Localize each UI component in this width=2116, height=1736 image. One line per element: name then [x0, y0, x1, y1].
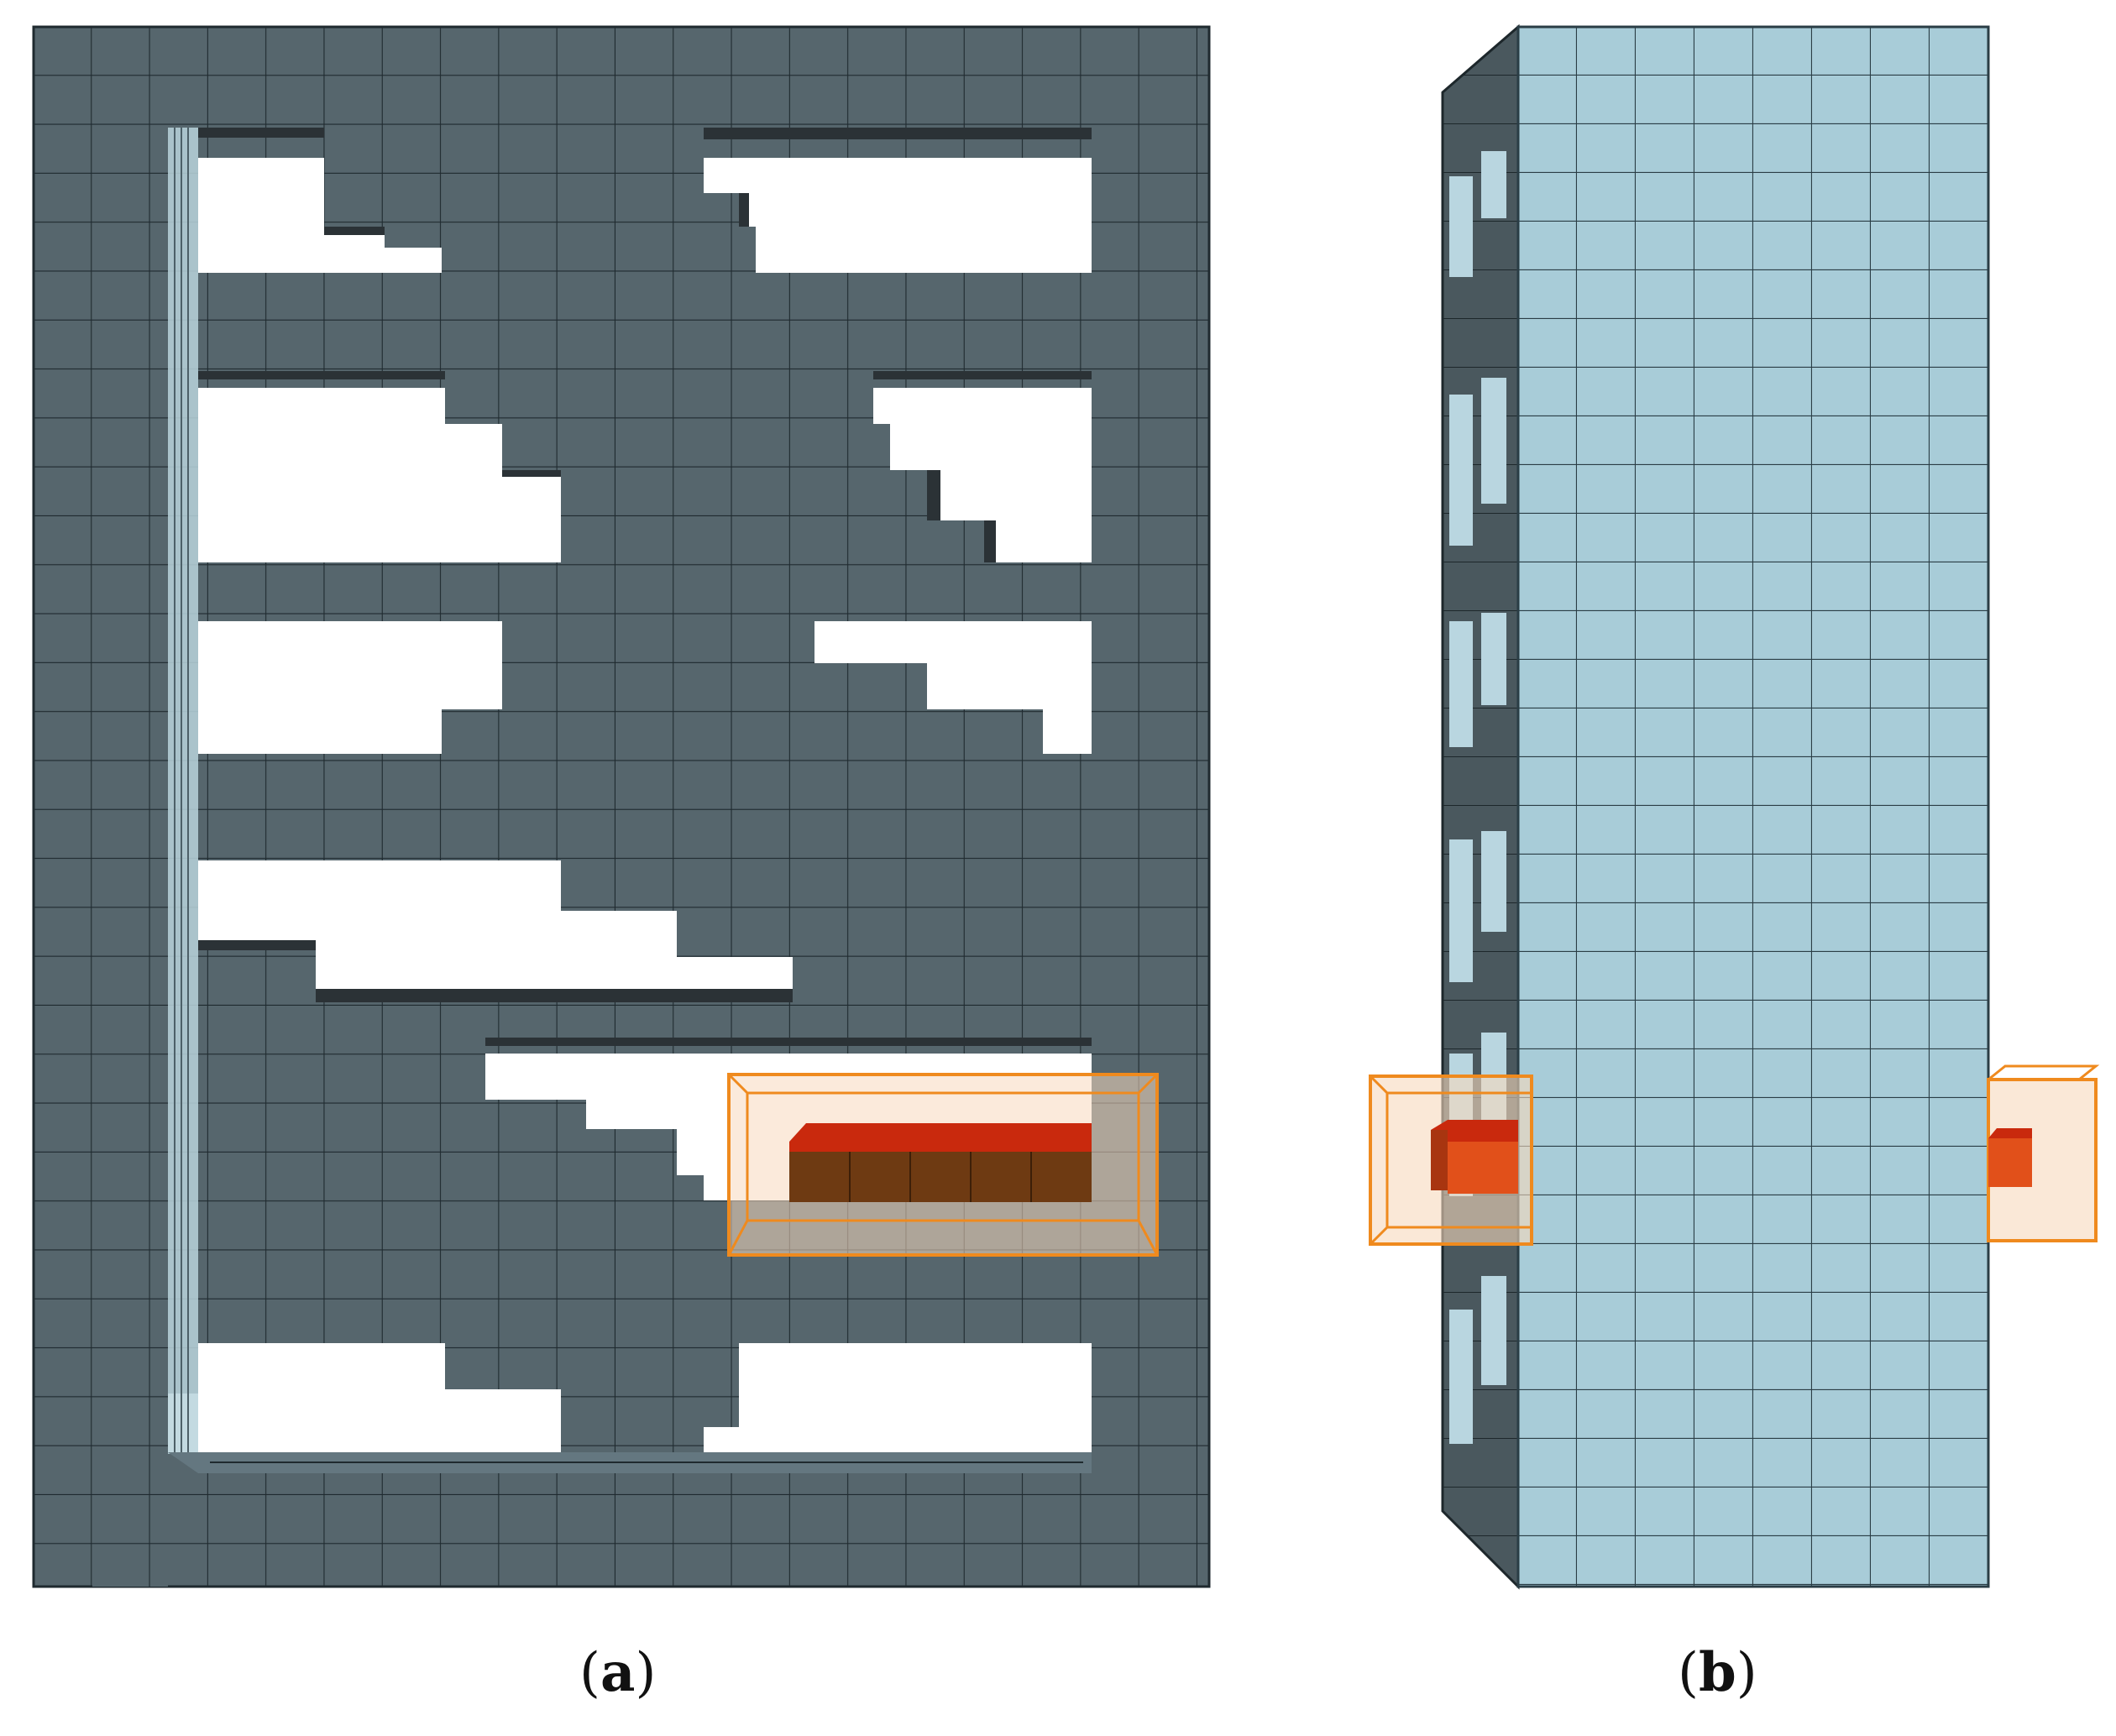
voxel-block-top-b-left	[1431, 1120, 1518, 1142]
opening-6	[814, 621, 1092, 754]
frame-body	[32, 25, 1211, 1588]
opening-5	[198, 621, 502, 754]
highlight-group-b-right	[1987, 1064, 2100, 1242]
bottom-slab	[168, 1452, 1092, 1473]
opening-1	[198, 158, 442, 273]
front-face	[1516, 25, 1990, 1588]
caption-a-letter: a	[600, 1641, 636, 1704]
beams	[92, 273, 168, 1587]
voxel-block-front-b-left	[1448, 1142, 1518, 1194]
voxel-block-b-right	[1988, 1138, 2032, 1187]
voxel-block-top-a	[789, 1123, 1092, 1152]
depth-shadows	[198, 128, 1092, 1046]
panel-a-front-view	[32, 25, 1211, 1588]
caption-panel-a: (a)	[579, 1641, 657, 1704]
opening-7	[198, 860, 793, 989]
highlight-group-b-left	[1369, 1075, 1533, 1246]
left-recess-strip	[168, 128, 198, 1454]
opening-10	[704, 1343, 1092, 1452]
voxel-block-front-a	[789, 1152, 1092, 1202]
caption-b-letter: b	[1698, 1641, 1736, 1704]
highlight-group-a	[727, 1073, 1159, 1257]
bbox-inner-a	[746, 1091, 1140, 1222]
opening-2	[704, 158, 1092, 273]
opening-3	[198, 388, 561, 562]
caption-panel-b: (b)	[1678, 1641, 1757, 1704]
panel-b-side-view	[1369, 24, 2100, 1590]
opening-9	[168, 1343, 561, 1452]
